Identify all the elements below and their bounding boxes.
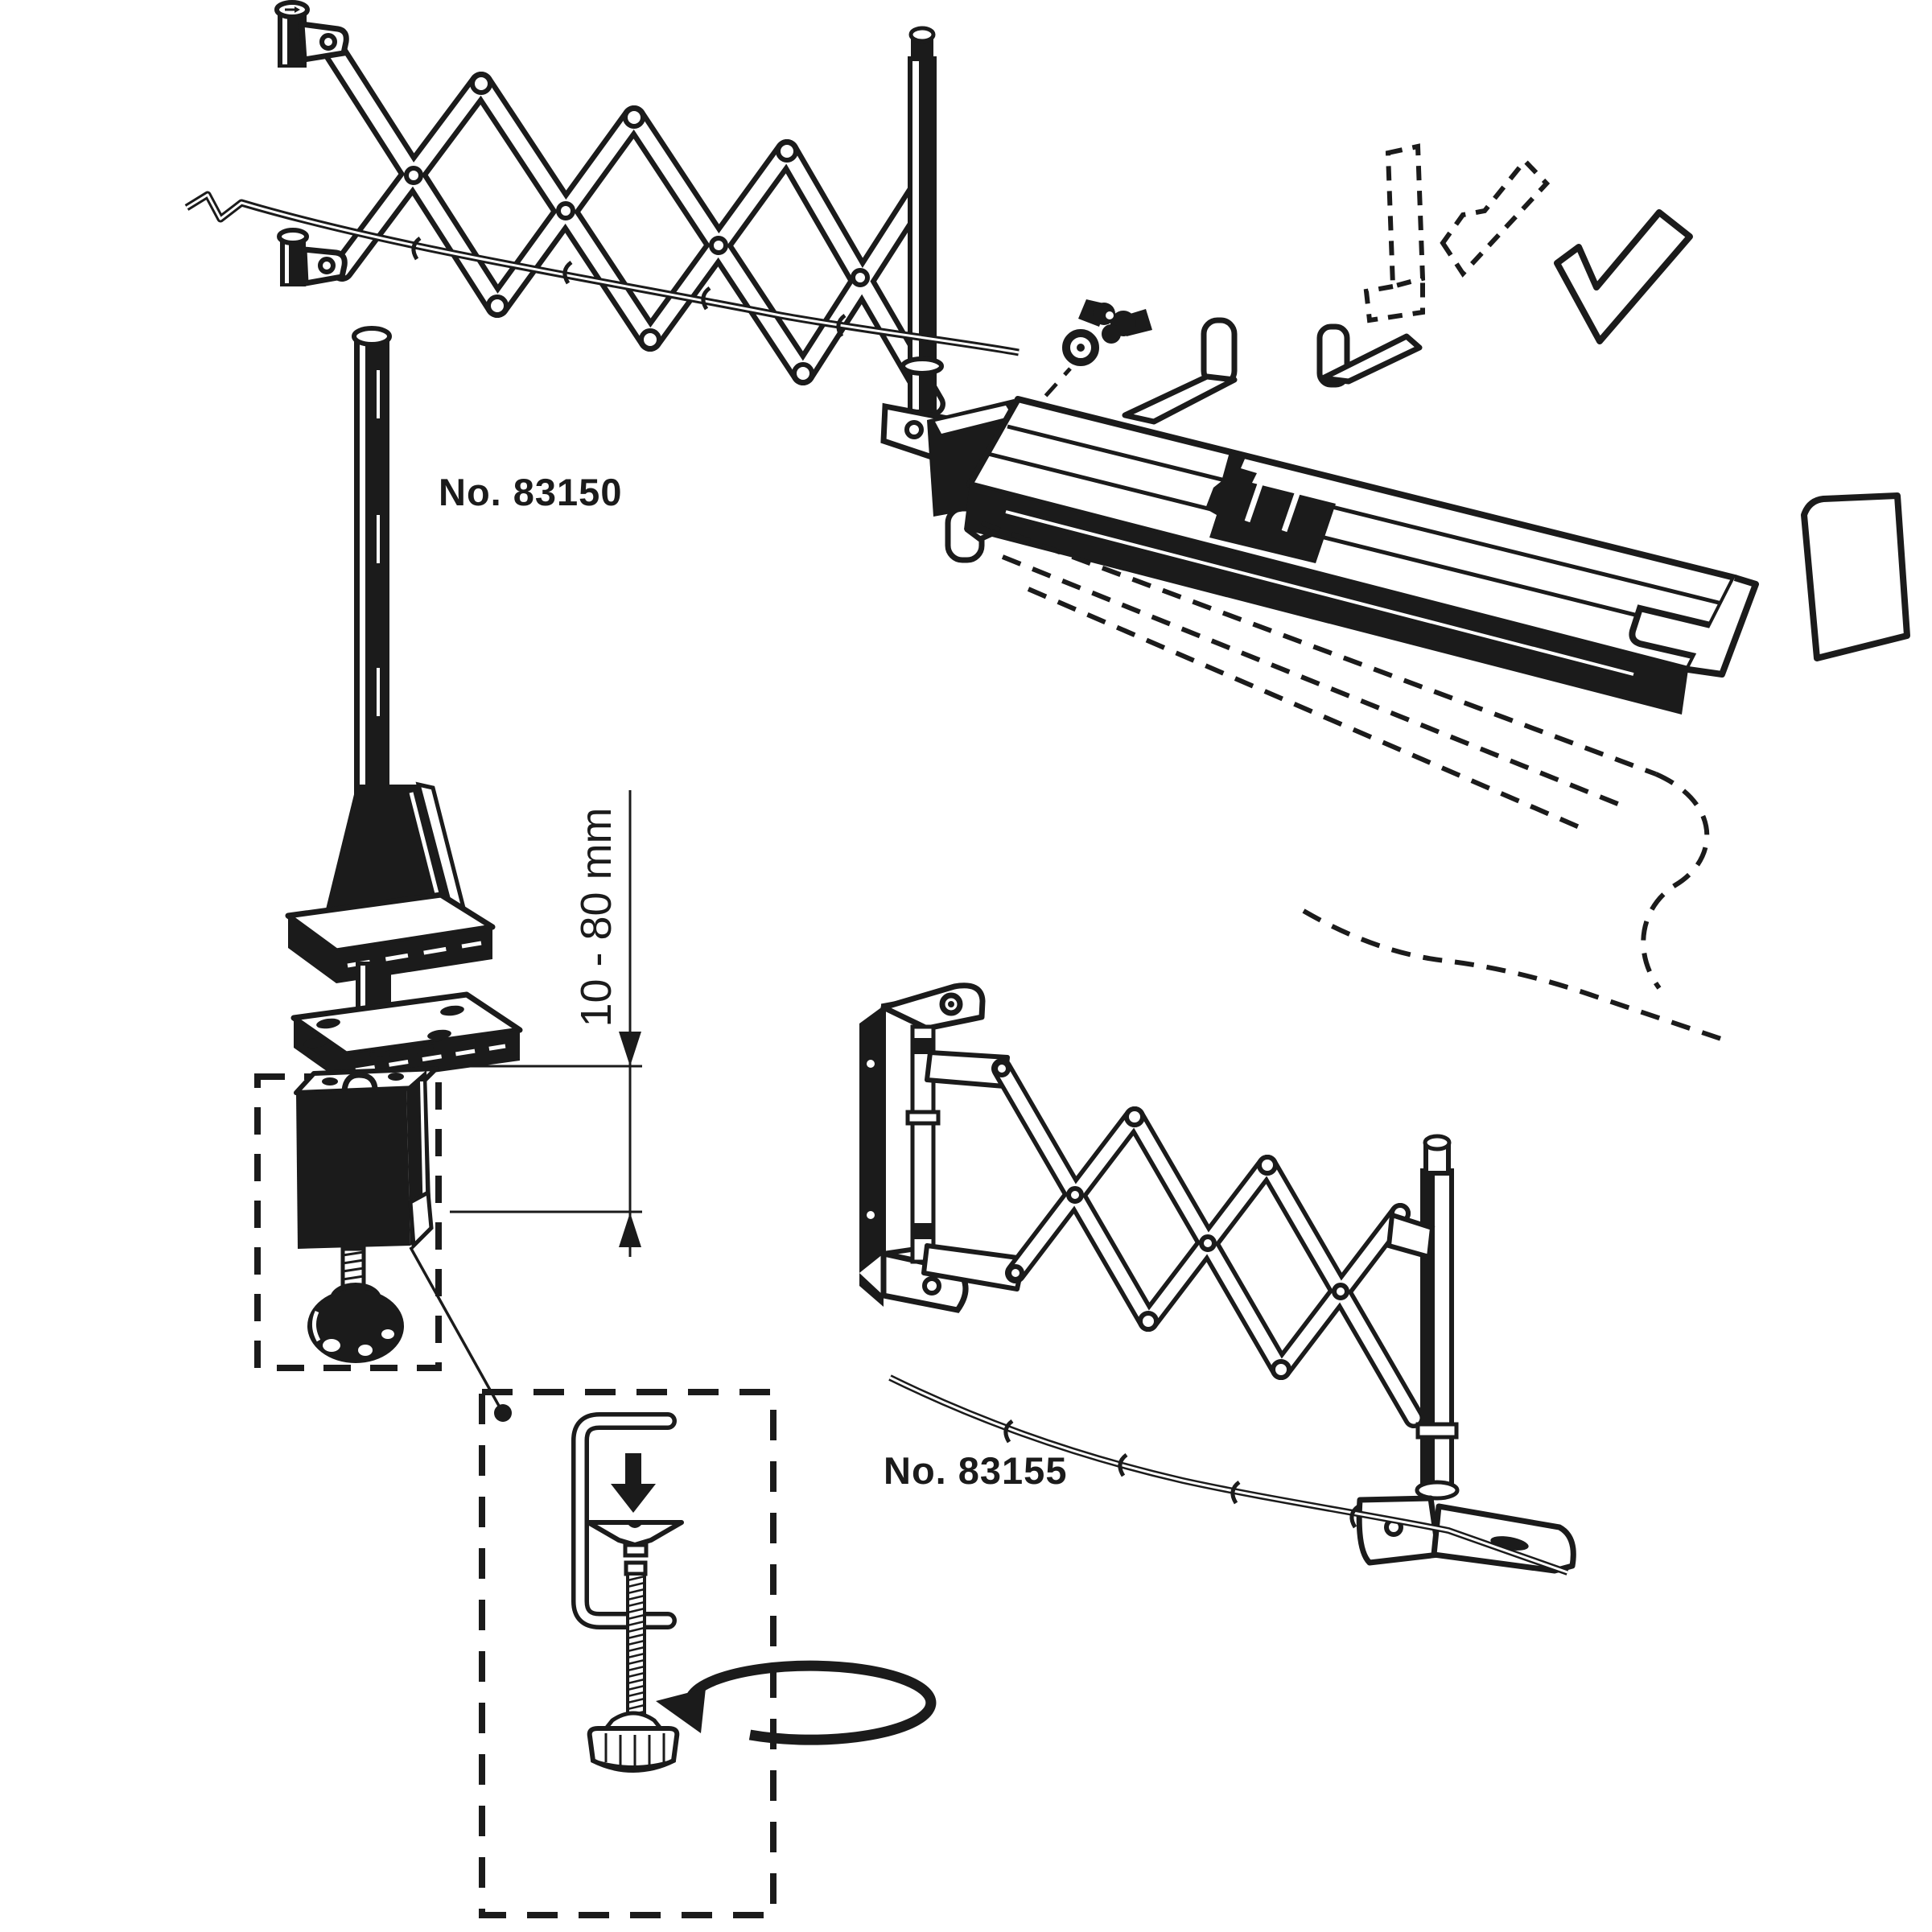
clamp-unit-dashed-box — [254, 1073, 442, 1371]
wall-scissor-arm-illustration — [859, 982, 1576, 1576]
clamp-knob — [307, 1283, 404, 1363]
washer — [1062, 329, 1099, 366]
c-clamp-bracket — [571, 1412, 677, 1629]
exploded-tray-assembly-illustration — [927, 143, 1910, 1042]
dashed-tray-silhouette — [980, 521, 1724, 1042]
clamp-range-dimension — [450, 790, 642, 1257]
wall-model-label: No. 83155 — [884, 1449, 1068, 1492]
scissor-extension-arm-illustration — [184, 0, 1036, 468]
rotation-arrow — [656, 1660, 937, 1745]
pressure-pad — [586, 1520, 684, 1558]
antenna-cable — [888, 1374, 1569, 1576]
support-rod — [352, 326, 392, 803]
clamp-stand-illustration — [254, 326, 523, 1414]
orientation-arrow-icon — [285, 6, 300, 13]
sliding-tray — [927, 396, 1759, 715]
threaded-spindle — [624, 1560, 648, 1719]
angle-bracket — [1554, 209, 1693, 344]
scissor-lattice — [991, 1058, 1424, 1428]
flange-plate — [290, 991, 523, 1085]
antenna-cable — [184, 191, 1020, 356]
clamp-model-label: No. 83150 — [439, 471, 623, 513]
leader-dot — [494, 1404, 512, 1422]
clamp-detail-inset — [479, 1389, 937, 1918]
detail-dashed-border — [479, 1389, 777, 1918]
left-pivot-posts — [274, 0, 349, 287]
press-direction-arrow-icon — [611, 1453, 656, 1513]
knurled-knob — [587, 1711, 680, 1773]
clamp-range-label: 10 - 80 mm — [572, 807, 620, 1028]
cone-base — [323, 781, 468, 922]
clamp-screw — [307, 1246, 404, 1363]
dashed-bracket-ghosts — [1363, 143, 1551, 323]
detail-leader-line — [409, 1246, 505, 1414]
end-bar-with-foot — [1356, 1134, 1576, 1574]
scissor-lattice — [318, 32, 945, 416]
wing-nut — [1078, 299, 1152, 344]
clamp-body — [294, 1066, 439, 1250]
wall-bracket — [859, 982, 1026, 1313]
spacer-plate — [1801, 492, 1910, 661]
